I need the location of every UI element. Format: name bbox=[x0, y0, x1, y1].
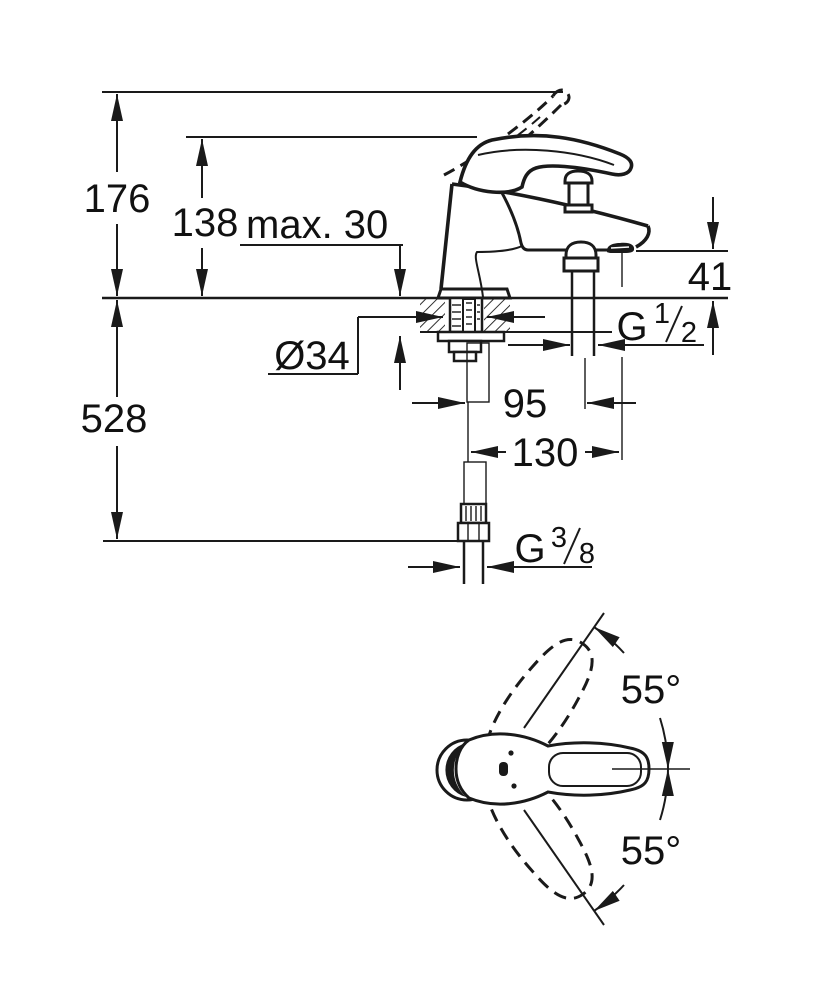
handle-logo-mark bbox=[499, 762, 508, 776]
dim-label-handle-height: 138 bbox=[172, 201, 239, 245]
dim-shower-outlet-offset: 95 bbox=[412, 382, 636, 426]
deck-hatch-left bbox=[420, 299, 445, 332]
hose-union-nut bbox=[456, 521, 491, 543]
handle-top-view: 55° 55° bbox=[435, 612, 690, 926]
hose-ferrule bbox=[459, 502, 488, 525]
dim-overall-height: 176 bbox=[84, 94, 151, 296]
dim-handle-height: 138 bbox=[172, 139, 239, 296]
hose-braid-upper bbox=[466, 342, 490, 403]
dim-supply-thread: G 3 8 bbox=[408, 522, 595, 573]
shower-outlet bbox=[562, 240, 600, 356]
fraction-slash bbox=[563, 527, 581, 565]
dim-label-spout-reach: 130 bbox=[512, 431, 579, 475]
dim-label-shower-outlet-offset: 95 bbox=[503, 382, 548, 426]
dim-label-hole-diameter: Ø34 bbox=[274, 334, 350, 378]
dim-hole-diameter: Ø34 bbox=[268, 311, 545, 378]
dim-label-shower-thread-prefix: G bbox=[616, 305, 647, 349]
mounting-nut-lower bbox=[452, 350, 478, 363]
supply-hose-assembly bbox=[436, 330, 506, 584]
handle-solid bbox=[435, 732, 690, 806]
dim-below-deck-length: 528 bbox=[81, 300, 148, 539]
hose-braid-lower bbox=[463, 461, 487, 505]
dim-label-swivel-down: 55° bbox=[621, 829, 682, 873]
angle-leg-up bbox=[523, 612, 605, 729]
mounting-shank bbox=[448, 296, 484, 334]
dim-deck-thickness: max. 30 bbox=[240, 203, 406, 390]
dim-label-supply-thread-numerator: 3 bbox=[551, 522, 567, 554]
dim-label-overall-height: 176 bbox=[84, 177, 151, 221]
dim-label-below-deck-length: 528 bbox=[81, 397, 148, 441]
angle-leg-down bbox=[523, 809, 605, 926]
faucet-side-view bbox=[435, 88, 651, 584]
faucet-body bbox=[439, 182, 651, 298]
dim-spout-to-deck: 41 bbox=[688, 197, 733, 355]
mounting-washer bbox=[436, 330, 506, 343]
dim-label-swivel-up: 55° bbox=[621, 668, 682, 712]
faucet-base bbox=[435, 287, 513, 300]
dim-shower-thread: G 1 2 bbox=[508, 298, 704, 351]
handle-crescent bbox=[445, 743, 466, 797]
dim-spout-reach: 130 bbox=[471, 431, 619, 475]
dim-label-supply-thread-denominator: 8 bbox=[579, 538, 595, 570]
dim-label-shower-thread-numerator: 1 bbox=[654, 298, 670, 330]
deck-hatch-right bbox=[484, 299, 510, 332]
dim-label-supply-thread-prefix: G bbox=[514, 527, 545, 571]
dim-label-deck-thickness: max. 30 bbox=[246, 203, 388, 247]
dim-label-shower-thread-denominator: 2 bbox=[681, 317, 697, 349]
fraction-slash bbox=[665, 305, 683, 343]
diverter-knob bbox=[563, 169, 594, 214]
dim-label-spout-to-deck: 41 bbox=[688, 255, 733, 299]
lever-handle-side bbox=[457, 133, 634, 195]
swivel-arcs bbox=[593, 626, 674, 912]
